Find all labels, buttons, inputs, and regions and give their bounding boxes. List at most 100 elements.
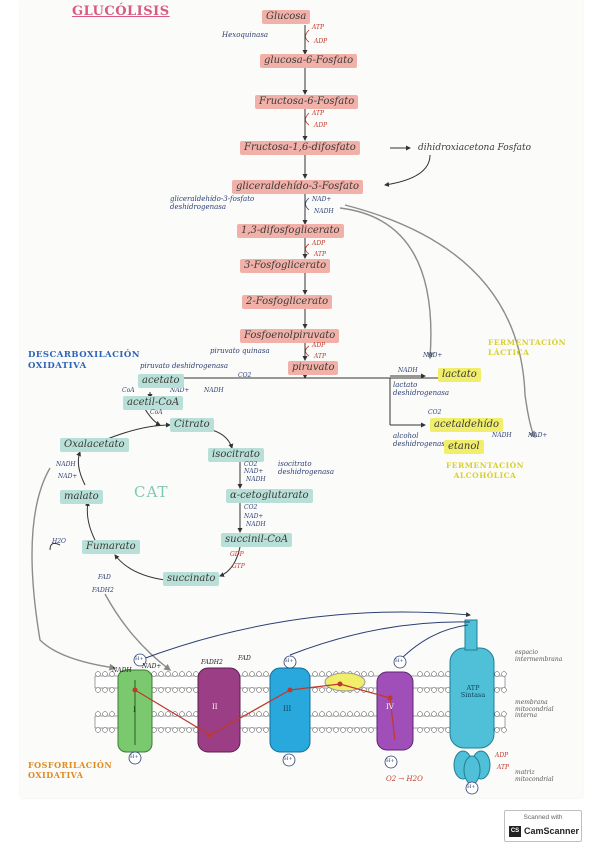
idh-label: isocitrato deshidrogenasa [278,460,335,477]
lactic-nad: NAD+ [423,352,443,359]
krebs-nadh-m: NADH [56,461,76,468]
lactate: lactato [438,368,481,382]
hexokinase-label: Hexoquinasa [222,31,269,39]
gtp: GTP [232,563,245,570]
adp-2: ADP [314,122,328,129]
camscanner-logo-icon: CS [509,826,521,837]
camscanner-name: CamScanner [524,826,580,836]
dhap-arrow [384,154,431,187]
complex-iii: III [283,705,292,713]
proton-3: H+ [395,658,404,664]
krebs-fadh2: FADH2 [92,587,114,594]
etc-fadh2: FADH2 [201,659,223,666]
synthase-adp: ADP [495,752,509,759]
phosphoenolpyruvate: Fosfoenolpiruvato [240,329,340,343]
proton-2: H+ [285,658,294,664]
succinate: succinato [163,572,220,586]
page-title: GLUCÓLISIS [72,4,170,19]
alcoholic-co2: CO2 [428,409,442,416]
synthase-atp: ATP [497,764,510,771]
nad-1: NAD+ [312,196,332,203]
camscanner-badge: Scanned with CS CamScanner [504,810,582,842]
proton-1: H+ [135,656,144,662]
complex-i: I [133,706,136,714]
dhap: dihidroxiacetona Fosfato [418,143,532,153]
pyruvate-kinase-label: piruvato quinasa [210,347,270,355]
2-phosphoglycerate: 2-Fosfoglicerato [242,295,333,309]
atp-synthase: ATP Sintasa [460,684,486,699]
acetaldehyde: acetaldehído [430,418,504,432]
krebs-fad: FAD [98,574,111,581]
krebs-co2-b: CO2 [244,504,258,511]
decarboxylation-label: DESCARBOXILACIÓN OXIDATIVA [28,350,141,372]
etc-nadh: NADH [112,667,132,674]
scanned-with-text: Scanned with [523,814,563,821]
proton-flow [139,611,471,661]
proton-5: H+ [284,756,293,762]
cofactor-hooks [305,29,310,357]
complex-ii: II [212,703,218,711]
proton-6: H+ [386,758,395,764]
krebs-cycle-label: CAT [134,483,169,501]
atp-2: ATP [312,110,325,117]
matrix-label: matriz mitocondrial [515,769,554,783]
proton-7: H+ [467,784,476,790]
adp-1: ADP [314,38,328,45]
krebs-h2o: H2O [52,538,66,545]
gdp: GDP [230,551,244,558]
glyceraldehyde-3-phosphate: gliceraldehído-3-Fosfato [232,180,364,194]
complex-iv: IV [386,703,394,711]
glycolysis-arrows [302,25,411,379]
krebs-nadh-b: NADH [246,521,266,528]
krebs-nadh-a: NADH [246,476,266,483]
adp-4: ADP [312,342,326,349]
succinyl-coa: succinil-CoA [221,533,293,547]
citrate: Citrato [170,418,214,432]
nadh-shuttle-arrows [31,204,536,671]
pyruvate-branches [147,373,440,428]
alcoholic-nadh: NADH [492,432,512,439]
proton-4: H+ [130,754,139,760]
oxaloacetate: Oxalacetato [60,438,129,452]
fructose-1-6-bisphosphate: Fructosa-1,6-difosfato [240,141,360,155]
electron-path [134,683,396,741]
krebs-nad-a: NAD+ [244,468,264,475]
fumarate: Fumarato [82,540,140,554]
oxygen-to-water: O2 → H2O [386,775,423,783]
etc-complexes [117,619,495,785]
etc-fad: FAD [238,655,251,662]
glucose-6-phosphate: glucosa-6-Fosfato [260,54,358,68]
alcoholic-fermentation-label: FERMENTACIÓN ALCOHÓLICA [445,461,524,480]
krebs-arrows [49,399,243,581]
g3p-dehydrogenase-label: gliceraldehído-3-fosfato deshidrogenasa [170,195,255,212]
krebs-co2-a: CO2 [244,461,258,468]
pdh-label: piruvato deshidrogenasa [140,362,229,370]
krebs-nad-m: NAD+ [58,473,78,480]
etc-nad: NAD+ [142,663,162,670]
ldh-label: lactato deshidrogenasa [393,381,450,398]
oxphos-label: FOSFORILACIÓN OXIDATIVA [28,760,113,781]
alpha-ketoglutarate: α-cetoglutarato [226,489,313,503]
acetate: acetato [138,374,184,388]
decarb-nad: NAD+ [170,387,190,394]
atp-4: ATP [314,353,327,360]
decarb-co2: CO2 [238,372,252,379]
pyruvate: piruvato [288,361,339,375]
decarb-coa: CoA [122,387,135,394]
decarb-nadh: NADH [204,387,224,394]
nadh-1: NADH [314,208,334,215]
1-3-bisphosphoglycerate: 1,3-difosfoglicerato [237,224,344,238]
proton-circles [128,653,479,795]
isocitrate: isocitrato [208,448,264,462]
ethanol: etanol [444,440,484,454]
fructose-6-phosphate: Fructosa-6-Fosfato [255,95,359,109]
adh-label: alcohol deshidrogenasa [393,432,450,449]
adp-3: ADP [312,240,326,247]
glucose: Glucosa [262,10,311,24]
krebs-coa: CoA [150,409,163,416]
lactic-nadh: NADH [398,367,418,374]
acetyl-coa: acetil-CoA [123,396,184,410]
3-phosphoglycerate: 3-Fosfoglicerato [240,259,331,273]
inner-membrane-label: membrana mitocondrial interna [515,699,554,720]
